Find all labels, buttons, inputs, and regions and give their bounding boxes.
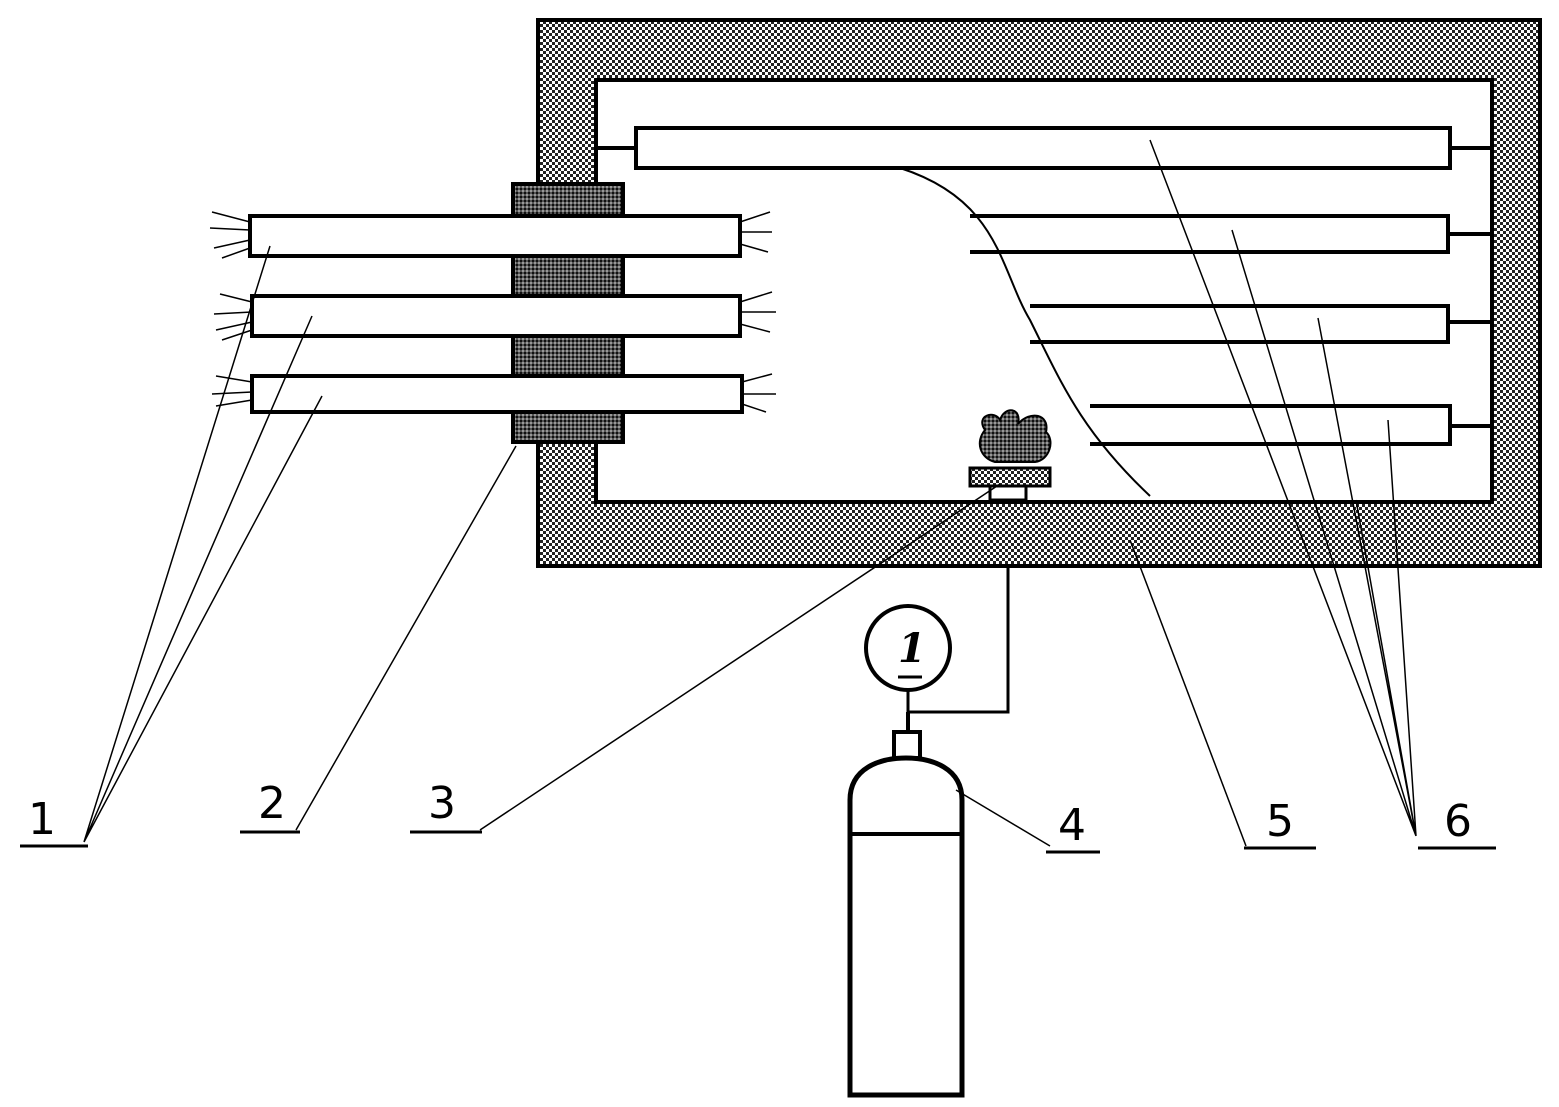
cylinder-valve [892,730,922,760]
label-1: 1 [28,794,56,845]
outer-sample-top [248,214,742,258]
inner-sample-4 [1090,404,1452,446]
inner-sample-2 [970,214,1450,254]
leader-lines [83,139,1417,847]
outer-samples [209,211,776,414]
label-6: 6 [1444,796,1472,847]
heater-element [968,409,1052,502]
pressure-gauge [864,604,952,692]
gauge-label: 1 [898,625,926,672]
label-baselines [20,830,1496,854]
label-4: 4 [1058,800,1086,851]
label-2: 2 [258,778,286,829]
gas-supply: 1 [847,566,1010,1098]
inner-sample-3 [1030,304,1450,344]
callout-labels: 1 2 3 4 5 6 [28,778,1472,851]
label-3: 3 [428,778,456,829]
inner-sample-1 [634,126,1452,170]
outer-sample-middle [250,294,742,338]
label-5: 5 [1266,796,1294,847]
gas-cylinder [847,755,965,1098]
outer-sample-bottom [250,374,744,414]
inner-samples [596,126,1492,497]
